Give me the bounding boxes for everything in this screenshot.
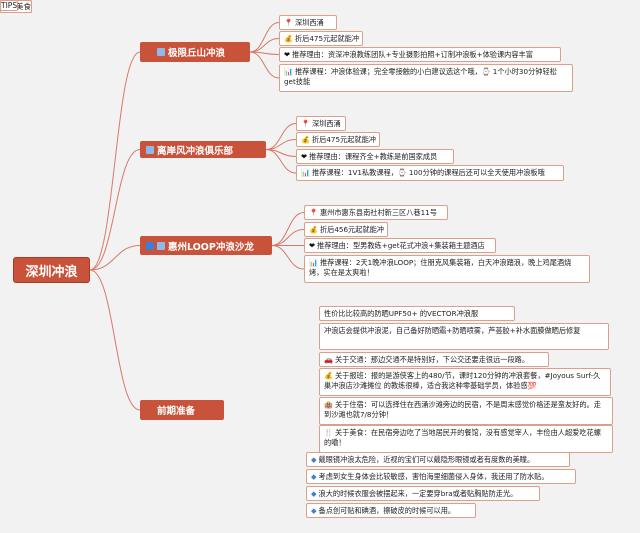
money-bag-icon: 💰: [284, 33, 293, 43]
money-bag-icon: 💰: [324, 371, 333, 380]
branch-huizhou-loop[interactable]: 惠州LOOP冲浪沙龙: [140, 236, 272, 255]
connector-branch-to-detail: [249, 22, 280, 53]
detail-box[interactable]: 📍深圳西涌: [296, 116, 346, 131]
box-text: 推荐课程：1V1私教课程，: [311, 168, 398, 177]
detail-box[interactable]: 💰折后475元起就能冲: [296, 132, 380, 147]
box-text: 折后475元起就能冲: [294, 33, 359, 43]
box-text: 深圳西涌: [311, 118, 341, 128]
box-text: 折后475元起就能冲: [311, 134, 376, 144]
detail-box[interactable]: ❤推荐理由：课程齐全+教练是前国家成员: [296, 149, 454, 164]
box-text: 备点创可贴和碘酒，擦破皮的时候可以用。: [318, 505, 456, 515]
location-pin-icon: 📍: [301, 118, 310, 128]
connector-root-to-branch: [89, 51, 141, 271]
box-text: 推荐课程：冲浪体验课；完全零接触的小白建议选这个哦，: [294, 67, 482, 76]
chart-icon: 📊: [309, 258, 318, 267]
detail-box[interactable]: 💰折后456元起就能冲: [304, 222, 388, 237]
heart-icon: ❤: [309, 240, 316, 250]
heart-icon: ❤: [301, 151, 308, 161]
branch-title: 离岸风冲浪俱乐部: [157, 145, 234, 157]
detail-box[interactable]: 💰关于报班：报的是游侠客上的480/节，课时120分钟的冲浪套餐，#Joyous…: [319, 368, 611, 396]
task-icon: [157, 48, 165, 56]
task-icon: [146, 406, 154, 414]
connector-branch-to-detail: [249, 51, 280, 79]
detail-box[interactable]: 性价比比较高的防晒UPF50+ 的VECTOR冲浪服: [319, 306, 515, 321]
connector-branch-to-detail: [249, 38, 280, 53]
detail-box[interactable]: ◆考虑到女生身体会比较敏感，害怕海里细菌侵入身体，我还用了防水贴。: [306, 469, 576, 484]
box-text: 冲浪店会提供冲浪泥，自己备好防晒霜+防晒喷雾，芦荟胶+补水面膜做晒后修复: [324, 326, 581, 335]
box-text: 性价比比较高的防晒UPF50+ 的VECTOR冲浪服: [324, 308, 479, 318]
connector-branch-to-detail: [265, 149, 297, 174]
money-bag-icon: 💰: [301, 134, 310, 144]
location-pin-icon: 📍: [309, 207, 318, 217]
diamond-icon: ◆: [311, 454, 317, 464]
diamond-icon: ◆: [311, 488, 317, 498]
connector-branch-to-detail: [265, 123, 297, 150]
detail-box[interactable]: ◆戴眼镜冲浪太危险，近视的宝们可以戴隐形眼镜或者有度数的美瞳。: [306, 452, 570, 467]
box-text: 戴眼镜冲浪太危险，近视的宝们可以戴隐形眼镜或者有度数的美瞳。: [318, 454, 535, 464]
clock-icon: ⌚: [397, 168, 407, 177]
connector-branch-to-detail: [271, 245, 305, 270]
detail-box[interactable]: 🏨关于住宿：可以选择住在西涌沙滩旁边的民宿，不是周末感觉价格还是蛮友好的。走到沙…: [319, 397, 613, 425]
connector-root-to-branch: [89, 149, 141, 271]
task-icon: [157, 241, 165, 250]
box-text: 惠州市惠东县南社村新三区八巷11号: [319, 207, 437, 217]
detail-box[interactable]: ◆浪大的时候衣服会被摆起来，一定要穿bra或者贴胸贴防走光。: [306, 486, 540, 501]
box-text: 推荐课程：2天1晚冲浪LOOP；住朋克风集装箱，白天冲浪踏浪，晚上鸡尾酒烧烤，实…: [309, 258, 572, 277]
chart-icon: 📊: [284, 67, 293, 76]
box-text: 折后456元起就能冲: [319, 224, 384, 234]
connector-root-to-branch: [89, 269, 141, 411]
detail-box[interactable]: ❤推荐理由：型男教练+get花式冲浪+集装箱主题酒店: [304, 238, 496, 253]
branch-title: 极限丘山冲浪: [168, 48, 226, 59]
connector-root-to-branch: [89, 245, 141, 271]
box-text: 关于报班：报的是游侠客上的480/节，课时120分钟的冲浪套餐，#Joyous …: [324, 371, 601, 390]
priority-icon: [146, 48, 154, 56]
box-text: 推荐理由：课程齐全+教练是前国家成员: [309, 151, 438, 161]
connector-branch-to-detail: [265, 139, 297, 150]
detail-box[interactable]: 🍴关于美食：在民宿旁边吃了当地居民开的餐馆，没有感觉宰人，丰俭由人超爱吃花螺的嘞…: [319, 425, 613, 453]
detail-box[interactable]: ❤推荐理由：资深冲浪教练团队+专业摄影拍照+订制冲浪板+体验课内容丰富: [279, 47, 561, 62]
branch-offshore-wind-club[interactable]: 离岸风冲浪俱乐部: [140, 141, 266, 158]
detail-box[interactable]: 📍惠州市惠东县南社村新三区八巷11号: [304, 205, 448, 220]
detail-box[interactable]: ◆备点创可贴和碘酒，擦破皮的时候可以用。: [306, 503, 476, 518]
box-text: 关于美食：在民宿旁边吃了当地居民开的餐馆，没有感觉宰人，丰俭由人超爱吃花螺的嘞！: [324, 428, 601, 447]
priority-icon: [146, 241, 154, 250]
chart-icon: 📊: [301, 168, 310, 177]
connector-branch-to-detail: [271, 212, 305, 246]
box-text: 深圳西涌: [294, 17, 324, 27]
food-icon: 🍴: [324, 428, 333, 437]
box-text-continued: 1个小时30分钟轻松get技能: [284, 67, 557, 86]
task-icon: [146, 145, 154, 154]
box-text: 推荐理由：型男教练+get花式冲浪+集装箱主题酒店: [317, 240, 485, 250]
detail-box[interactable]: 冲浪店会提供冲浪泥，自己备好防晒霜+防晒喷雾，芦荟胶+补水面膜做晒后修复: [319, 323, 609, 350]
box-text: 浪大的时候衣服会被摆起来，一定要穿bra或者贴胸贴防走光。: [318, 488, 518, 498]
diamond-icon: ◆: [311, 505, 317, 515]
diamond-icon: ◆: [311, 471, 317, 481]
branch-title: 前期准备: [157, 406, 196, 417]
connector-branch-to-detail: [271, 229, 305, 246]
detail-box[interactable]: 📍深圳西涌: [279, 15, 337, 30]
branch-title: 惠州LOOP冲浪沙龙: [168, 241, 254, 253]
box-text: 推荐理由：资深冲浪教练团队+专业摄影拍照+订制冲浪板+体验课内容丰富: [292, 49, 533, 59]
branch-preparation[interactable]: 前期准备: [140, 400, 224, 420]
detail-box[interactable]: 💰折后475元起就能冲: [279, 31, 363, 46]
money-bag-icon: 💰: [309, 224, 318, 234]
root-topic[interactable]: 深圳冲浪: [13, 257, 90, 283]
box-text: 关于交通：那边交通不是特别好，下公交还要走很远一段路。: [334, 354, 530, 364]
detail-box[interactable]: 🚗关于交通：那边交通不是特别好，下公交还要走很远一段路。: [319, 352, 549, 367]
branch-extreme-surf[interactable]: 极限丘山冲浪: [140, 42, 250, 62]
location-pin-icon: 📍: [284, 17, 293, 27]
detail-box[interactable]: 📊推荐课程：冲浪体验课；完全零接触的小白建议选这个哦，⌚1个小时30分钟轻松ge…: [279, 64, 573, 92]
detail-box[interactable]: 📊推荐课程：2天1晚冲浪LOOP；住朋克风集装箱，白天冲浪踏浪，晚上鸡尾酒烧烤，…: [304, 255, 590, 283]
hotel-icon: 🏨: [324, 400, 333, 409]
car-icon: 🚗: [324, 354, 333, 364]
prep-subtopic[interactable]: TIPS: [0, 0, 19, 11]
detail-box[interactable]: 📊推荐课程：1V1私教课程，⌚100分钟的课程后还可以全天使用冲浪板哦: [296, 165, 564, 181]
clock-icon: ⌚: [481, 67, 491, 76]
box-text: 关于住宿：可以选择住在西涌沙滩旁边的民宿，不是周末感觉价格还是蛮友好的。走到沙滩…: [324, 400, 601, 419]
heart-icon: ❤: [284, 49, 291, 59]
box-text-continued: 100分钟的课程后还可以全天使用冲浪板哦: [408, 168, 545, 177]
box-text: 考虑到女生身体会比较敏感，害怕海里细菌侵入身体，我还用了防水贴。: [318, 471, 549, 481]
